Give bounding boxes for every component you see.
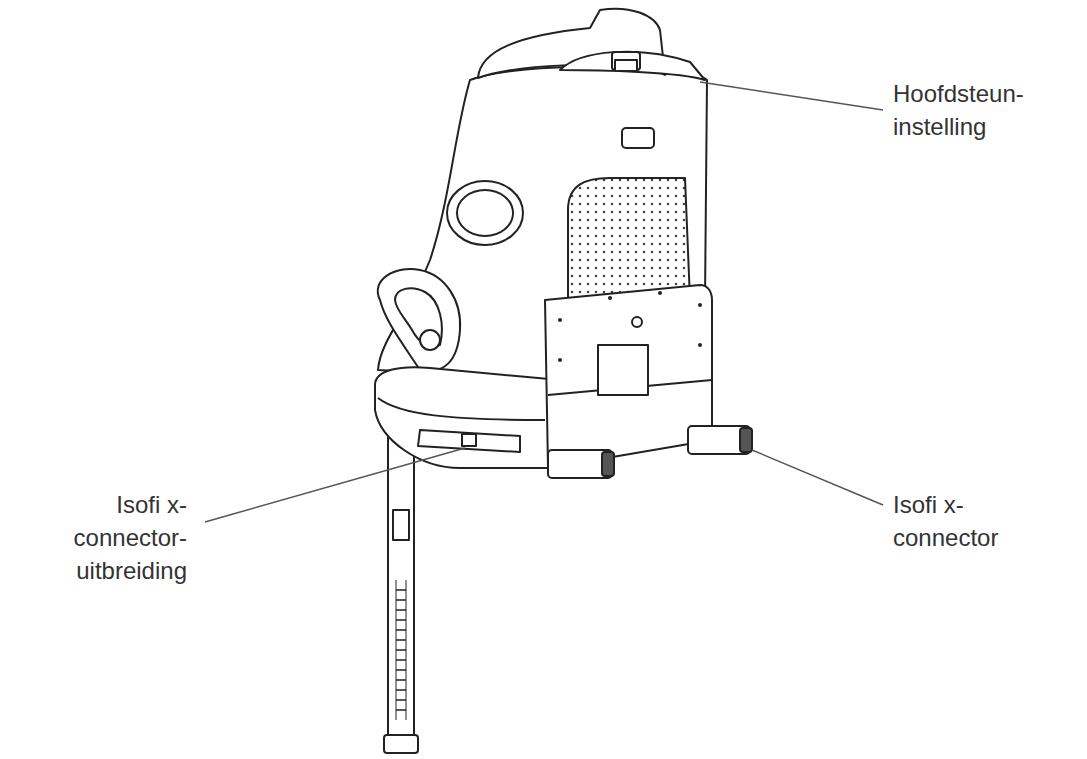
part-label: Hoofdsteun- instelling bbox=[893, 77, 1053, 143]
part-label: Isofi x- connector- uitbreiding bbox=[47, 488, 187, 587]
base-plate bbox=[545, 285, 712, 468]
leader-line bbox=[700, 82, 883, 110]
seat-base bbox=[375, 367, 560, 468]
leader-line bbox=[205, 448, 465, 522]
support-leg bbox=[388, 430, 414, 740]
leader-line bbox=[752, 450, 883, 505]
release-handle bbox=[598, 345, 648, 395]
part-label: Isofi x- connector bbox=[893, 488, 1033, 554]
